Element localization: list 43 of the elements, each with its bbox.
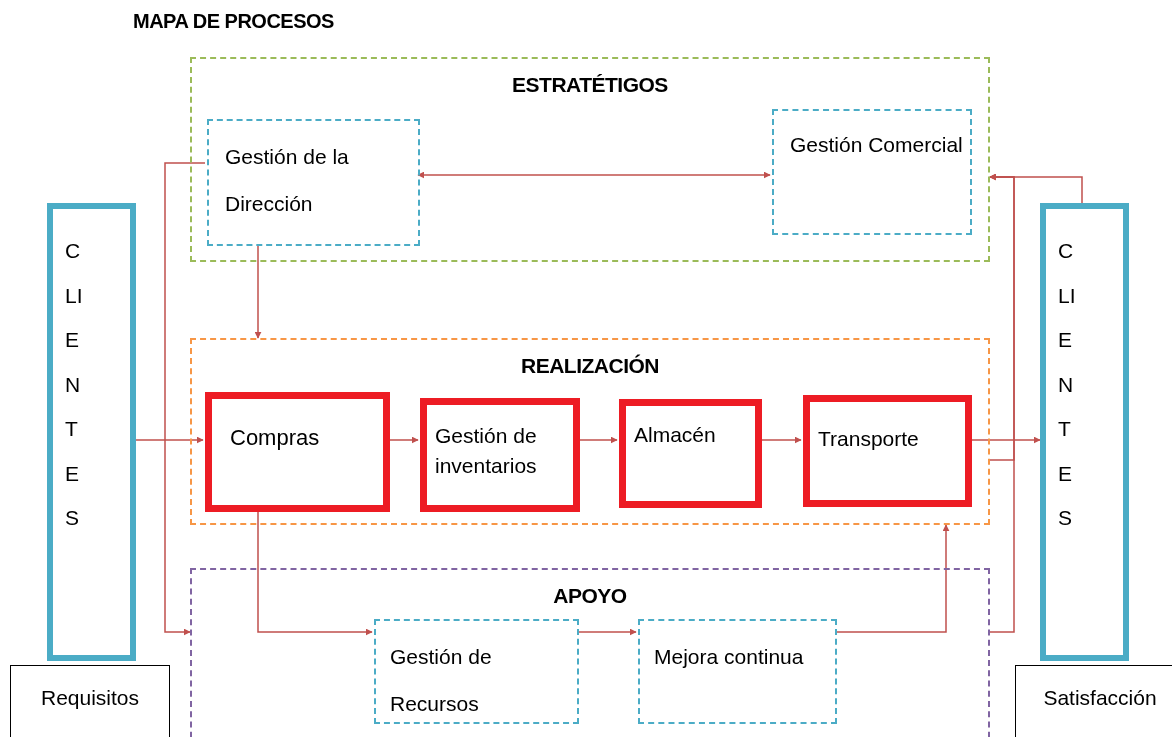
arrow <box>387 436 419 444</box>
process-group-box <box>190 568 990 737</box>
process-box <box>207 119 420 246</box>
group-heading: REALIZACIÓN <box>520 354 660 378</box>
process-box <box>420 398 580 512</box>
process-group-box <box>190 338 990 525</box>
arrow <box>989 173 1015 633</box>
process-box <box>619 399 762 508</box>
arrow <box>759 436 802 444</box>
arrow <box>577 436 618 444</box>
process-group-box <box>190 57 990 262</box>
process-label: Gestión de la Dirección <box>224 144 350 217</box>
process-label: Gestión de Recursos <box>389 644 493 717</box>
process-label: Compras <box>229 424 321 452</box>
process-label: Gestión Comercial <box>789 132 964 158</box>
arrow <box>969 436 1041 444</box>
process-label: Almacén <box>633 422 717 448</box>
arrow <box>576 628 637 636</box>
vertical-label: CLIENTES <box>65 238 84 531</box>
vertical-label: CLIENTES <box>1058 238 1077 531</box>
label-box <box>1015 665 1172 737</box>
box-label: Requisitos <box>39 686 141 710</box>
process-label: Mejora continua <box>653 644 805 670</box>
arrow <box>257 509 373 636</box>
arrow <box>417 171 771 179</box>
process-box <box>374 619 579 724</box>
client-bar <box>1040 203 1129 661</box>
group-heading: ESTRATÉTIGOS <box>511 73 669 97</box>
arrow <box>834 524 950 633</box>
process-label: Gestión de inventarios <box>434 423 538 479</box>
diagram-title: MAPA DE PROCESOS <box>133 10 334 33</box>
group-heading: APOYO <box>552 584 628 608</box>
arrow <box>135 436 204 444</box>
process-box <box>803 395 972 507</box>
process-box <box>205 392 390 512</box>
box-label: Satisfacción <box>1042 686 1158 710</box>
process-box <box>772 109 972 235</box>
label-box <box>10 665 170 737</box>
arrow <box>254 243 262 339</box>
process-box <box>638 619 837 724</box>
client-bar <box>47 203 136 661</box>
process-label: Transporte <box>817 426 920 452</box>
arrow <box>164 162 206 636</box>
